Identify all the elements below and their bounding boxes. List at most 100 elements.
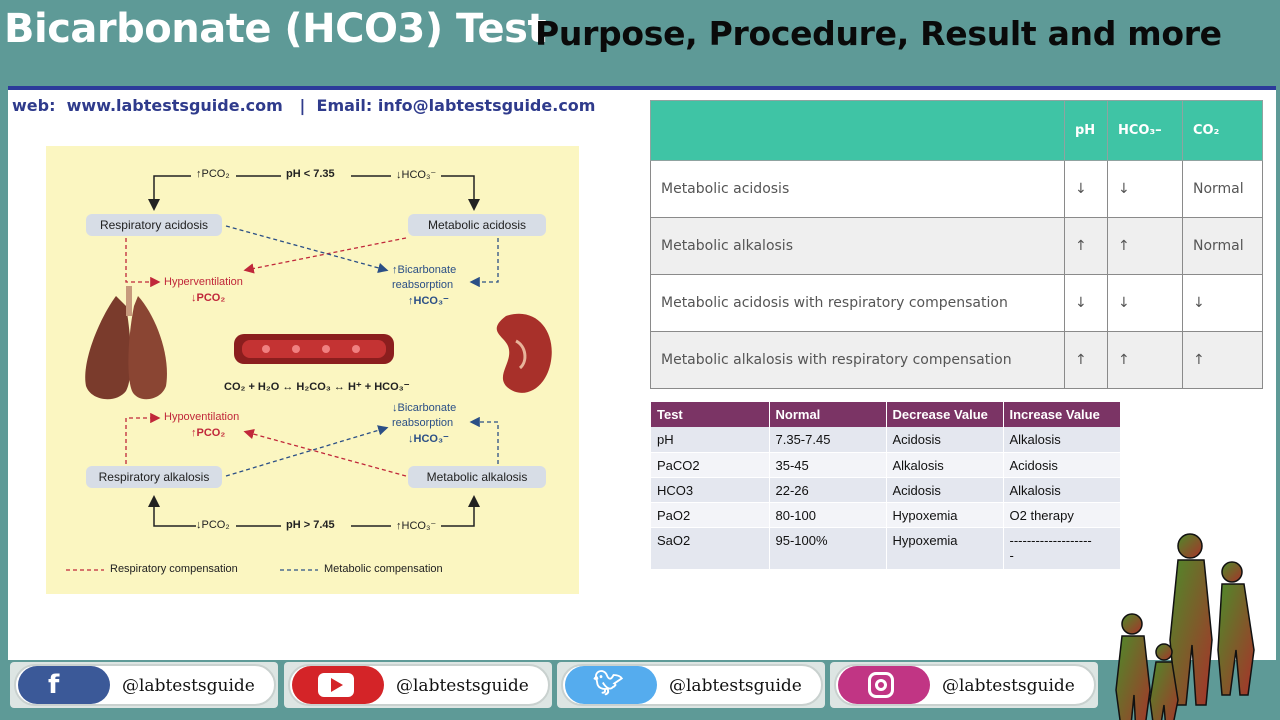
table-cell: Hypoxemia xyxy=(886,502,1004,528)
table-cell: pH xyxy=(651,427,770,453)
table-cell: Alkalosis xyxy=(1003,477,1121,503)
table-cell: 7.35-7.45 xyxy=(769,427,887,453)
table-cell: ------------------- - xyxy=(1003,527,1121,570)
page-title: Bicarbonate (HCO3) Test xyxy=(4,6,547,52)
table-header-cell xyxy=(650,100,1065,161)
table-row: Metabolic acidosis with respiratory comp… xyxy=(650,274,1263,332)
table-cell: SaO2 xyxy=(651,527,770,570)
table-cell: ↑ xyxy=(1107,331,1183,389)
lungs-illustration xyxy=(85,286,167,400)
table-cell: ↓ xyxy=(1064,274,1108,332)
bottom-hco3-label: ↑HCO₃⁻ xyxy=(396,520,437,532)
social-youtube[interactable]: @labtestsguide xyxy=(284,662,552,708)
instagram-handle: @labtestsguide xyxy=(942,676,1075,696)
table-cell: 35-45 xyxy=(769,452,887,478)
table-header-cell: HCO₃– xyxy=(1107,100,1183,161)
hyperventilation-pco2: ↓PCO₂ xyxy=(191,292,226,304)
social-instagram[interactable]: @labtestsguide xyxy=(830,662,1098,708)
table-row: Metabolic alkalosis ↑ ↑ Normal xyxy=(650,217,1263,275)
table-header-cell: Normal xyxy=(769,402,887,427)
legend-metabolic: Metabolic compensation xyxy=(324,563,443,575)
legend-respiratory: Respiratory compensation xyxy=(110,563,238,575)
table-cell: ↓ xyxy=(1107,160,1183,218)
bicarb-reabsorption-down-2: reabsorption xyxy=(392,417,454,429)
table-cell: 22-26 xyxy=(769,477,887,503)
instagram-icon xyxy=(868,672,894,698)
table-row: pH 7.35-7.45 Acidosis Alkalosis xyxy=(651,427,1121,453)
table-cell: Hypoxemia xyxy=(886,527,1004,570)
table-cell: Metabolic acidosis with respiratory comp… xyxy=(650,274,1065,332)
blood-vessel-illustration xyxy=(234,334,394,364)
table-header-cell: pH xyxy=(1064,100,1108,161)
top-ph-label: pH < 7.35 xyxy=(286,168,335,180)
bicarb-reabsorption-up-1: ↑Bicarbonate xyxy=(392,264,457,276)
header: Bicarbonate (HCO3) Test Purpose, Procedu… xyxy=(0,0,1280,84)
bottom-ph-label: pH > 7.45 xyxy=(286,519,335,531)
youtube-handle: @labtestsguide xyxy=(396,676,529,696)
twitter-icon: 🐦︎ xyxy=(593,669,624,697)
table-cell: Normal xyxy=(1182,160,1263,218)
table-row: Metabolic acidosis ↓ ↓ Normal xyxy=(650,160,1263,218)
table-row: SaO2 95-100% Hypoxemia -----------------… xyxy=(651,527,1121,570)
table-cell: 80-100 xyxy=(769,502,887,528)
table-cell: PaCO2 xyxy=(651,452,770,478)
family-silhouette-illustration xyxy=(1115,533,1255,720)
table-cell: HCO3 xyxy=(651,477,770,503)
youtube-icon xyxy=(318,673,354,697)
bicarb-reabsorption-down-3: ↓HCO₃⁻ xyxy=(408,433,449,445)
table-row: PaO2 80-100 Hypoxemia O2 therapy xyxy=(651,502,1121,528)
metabolic-acidosis-box: Metabolic acidosis xyxy=(408,214,546,236)
table-cell: Alkalosis xyxy=(1003,427,1121,453)
twitter-handle: @labtestsguide xyxy=(669,676,802,696)
table-cell: Metabolic alkalosis with respiratory com… xyxy=(650,331,1065,389)
top-hco3-label: ↓HCO₃⁻ xyxy=(396,169,437,181)
page-subtitle: Purpose, Procedure, Result and more xyxy=(535,14,1222,53)
respiratory-alkalosis-box: Respiratory alkalosis xyxy=(86,466,222,488)
table-cell: ↑ xyxy=(1107,217,1183,275)
bicarb-reabsorption-up-3: ↑HCO₃⁻ xyxy=(408,295,449,307)
acid-base-diagram: ↑PCO₂ pH < 7.35 ↓HCO₃⁻ Respiratory acido… xyxy=(46,146,579,594)
table-header-cell: Decrease Value xyxy=(886,402,1004,427)
header-divider xyxy=(8,86,1276,90)
table-cell: ↓ xyxy=(1182,274,1263,332)
acid-base-table: pH HCO₃– CO₂ Metabolic acidosis ↓ ↓ Norm… xyxy=(650,100,1263,389)
bottom-pco2-label: ↓PCO₂ xyxy=(196,519,230,531)
table-cell: Metabolic alkalosis xyxy=(650,217,1065,275)
table-cell: Normal xyxy=(1182,217,1263,275)
bicarb-reabsorption-down-1: ↓Bicarbonate xyxy=(392,402,457,414)
social-facebook[interactable]: f @labtestsguide xyxy=(10,662,278,708)
table-cell: ↑ xyxy=(1064,331,1108,389)
table-cell: Acidosis xyxy=(886,427,1004,453)
table-cell: Acidosis xyxy=(1003,452,1121,478)
table-cell: ↑ xyxy=(1064,217,1108,275)
blood-gas-values-table: Test Normal Decrease Value Increase Valu… xyxy=(651,402,1121,570)
respiratory-acidosis-box: Respiratory acidosis xyxy=(86,214,222,236)
table-cell: Alkalosis xyxy=(886,452,1004,478)
table-cell: Acidosis xyxy=(886,477,1004,503)
table-cell: ↓ xyxy=(1064,160,1108,218)
table-header-cell: Test xyxy=(651,402,770,427)
table-row: HCO3 22-26 Acidosis Alkalosis xyxy=(651,477,1121,503)
hyperventilation-label: Hyperventilation xyxy=(164,276,243,288)
table-cell: PaO2 xyxy=(651,502,770,528)
table-cell: ↓ xyxy=(1107,274,1183,332)
facebook-handle: @labtestsguide xyxy=(122,676,255,696)
hypoventilation-label: Hypoventilation xyxy=(164,411,240,423)
bicarb-reabsorption-up-2: reabsorption xyxy=(392,279,454,291)
table-cell: Metabolic acidosis xyxy=(650,160,1065,218)
content-panel: web: www.labtestsguide.com | Email: info… xyxy=(8,90,1276,720)
facebook-icon: f xyxy=(48,670,60,700)
kidney-illustration xyxy=(496,313,552,393)
bicarbonate-equation: CO₂ + H₂O ↔ H₂CO₃ ↔ H⁺ + HCO₃⁻ xyxy=(224,381,410,393)
table-header-row: Test Normal Decrease Value Increase Valu… xyxy=(651,402,1121,427)
table-row: Metabolic alkalosis with respiratory com… xyxy=(650,331,1263,389)
social-twitter[interactable]: 🐦︎ @labtestsguide xyxy=(557,662,825,708)
table-header-row: pH HCO₃– CO₂ xyxy=(650,100,1263,161)
hypoventilation-pco2: ↑PCO₂ xyxy=(191,427,226,439)
table-row: PaCO2 35-45 Alkalosis Acidosis xyxy=(651,452,1121,478)
table-header-cell: Increase Value xyxy=(1003,402,1121,427)
table-header-cell: CO₂ xyxy=(1182,100,1263,161)
top-pco2-label: ↑PCO₂ xyxy=(196,168,230,180)
contact-line: web: www.labtestsguide.com | Email: info… xyxy=(12,96,596,115)
table-cell: ↑ xyxy=(1182,331,1263,389)
